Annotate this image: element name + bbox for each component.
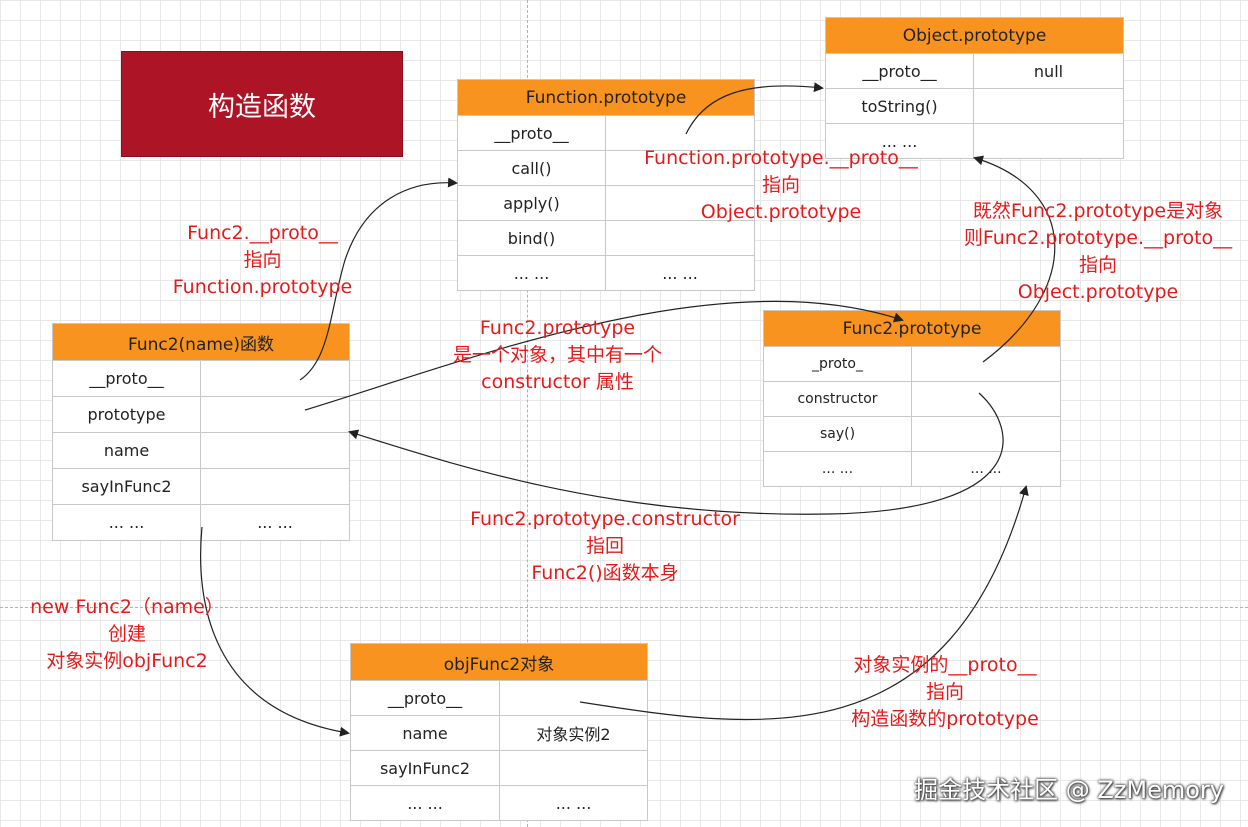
- arrow-func2prototype-proto-to-object-proto: [973, 155, 1056, 363]
- cell: ... ...: [605, 255, 755, 291]
- cell: [910, 416, 1062, 452]
- cell: ... ...: [350, 785, 500, 821]
- cell: __proto__: [457, 115, 606, 151]
- cell: ... ...: [910, 451, 1062, 487]
- cell: call(): [457, 150, 606, 186]
- title-text: 构造函数: [208, 91, 316, 123]
- note-line: 指向: [1078, 254, 1117, 276]
- note-line: Object.prototype: [700, 201, 862, 223]
- cell: __proto__: [52, 360, 201, 397]
- cell: toString(): [825, 88, 974, 124]
- watermark: 掘金技术社区 @ ZzMemory: [914, 776, 1224, 804]
- cell: [973, 123, 1124, 159]
- arrow-constructor-to-func2: [348, 392, 1004, 515]
- note-line: Function.prototype: [172, 276, 353, 298]
- note-line: 对象实例objFunc2: [46, 650, 208, 672]
- table-header: Func2(name)函数: [51, 323, 351, 361]
- note-line: Func2.prototype.constructor: [470, 508, 740, 530]
- note-constructor: Func2.prototype.constructor 指回 Func2()函数…: [455, 506, 755, 587]
- cell: [199, 360, 351, 397]
- arrow-instance-proto-to-func2prototype: [579, 485, 1029, 721]
- cell: _proto_: [763, 346, 912, 382]
- func2-table: Func2(name)函数 __proto__ prototype name s…: [51, 323, 351, 541]
- arrow-func2-prototype-to-func2prototype: [304, 300, 904, 411]
- note-line: 指向: [243, 249, 282, 271]
- cell: [605, 220, 755, 256]
- cell: [498, 750, 649, 786]
- note-line: 则Func2.prototype.__proto__: [963, 227, 1233, 249]
- note-line: 是一个对象，其中有一个: [452, 344, 662, 366]
- guide-line-horizontal: [0, 607, 1248, 608]
- cell: bind(): [457, 220, 606, 256]
- cell: null: [973, 53, 1124, 89]
- cell: constructor: [763, 381, 912, 417]
- note-line: Function.prototype.__proto__: [644, 147, 918, 169]
- cell: [910, 381, 1062, 417]
- cell: name: [350, 715, 500, 751]
- title-box: 构造函数: [121, 51, 403, 157]
- note-line: Func2.prototype: [479, 317, 636, 339]
- note-line: Func2()函数本身: [531, 562, 679, 584]
- guide-line-vertical: [527, 0, 528, 827]
- note-line: 构造函数的prototype: [851, 708, 1039, 730]
- note-line: 创建: [107, 623, 146, 645]
- note-line: 指向: [925, 681, 964, 703]
- arrow-func2-proto-to-function-proto: [299, 177, 458, 381]
- cell: [199, 432, 351, 469]
- note-func2-prototype: Func2.prototype 是一个对象，其中有一个 constructor …: [435, 315, 680, 396]
- note-instance-proto: 对象实例的__proto__ 指向 构造函数的prototype: [835, 652, 1055, 733]
- note-function-prototype-proto: Function.prototype.__proto__ 指向 Object.p…: [633, 145, 929, 226]
- cell: __proto__: [825, 53, 974, 89]
- note-line: 既然Func2.prototype是对象: [972, 200, 1224, 222]
- cell: ... ...: [52, 504, 201, 541]
- cell: ... ...: [498, 785, 649, 821]
- note-func2-prototype-proto: 既然Func2.prototype是对象 则Func2.prototype.__…: [950, 198, 1246, 306]
- note-line: 指向: [761, 174, 800, 196]
- note-line: Object.prototype: [1017, 281, 1179, 303]
- cell: 对象实例2: [498, 715, 649, 751]
- cell: apply(): [457, 185, 606, 221]
- function-prototype-table: Function.prototype __proto__ call() appl…: [457, 79, 755, 291]
- note-line: 对象实例的__proto__: [853, 654, 1037, 676]
- note-func2-proto: Func2.__proto__ 指向 Function.prototype: [160, 220, 365, 301]
- arrow-function-proto-to-object-proto: [685, 82, 824, 135]
- note-line: new Func2（name）: [30, 596, 224, 618]
- note-line: Func2.__proto__: [187, 222, 338, 244]
- cell: [199, 468, 351, 505]
- object-prototype-table: Object.prototype __proto__null toString(…: [825, 17, 1124, 159]
- note-line: constructor 属性: [481, 371, 634, 393]
- note-new-func2: new Func2（name） 创建 对象实例objFunc2: [18, 594, 236, 675]
- note-line: 指回: [585, 535, 624, 557]
- cell: [605, 115, 755, 151]
- func2-prototype-table: Func2.prototype _proto_ constructor say(…: [762, 310, 1062, 487]
- cell: ... ...: [825, 123, 974, 159]
- cell: ... ...: [763, 451, 912, 487]
- table-header: Object.prototype: [825, 17, 1124, 54]
- cell: ... ...: [457, 255, 606, 291]
- arrow-new-func2-to-objfunc2: [200, 526, 350, 737]
- table-header: objFunc2对象: [349, 643, 649, 681]
- table-header: Function.prototype: [457, 79, 755, 116]
- cell: ... ...: [199, 504, 351, 541]
